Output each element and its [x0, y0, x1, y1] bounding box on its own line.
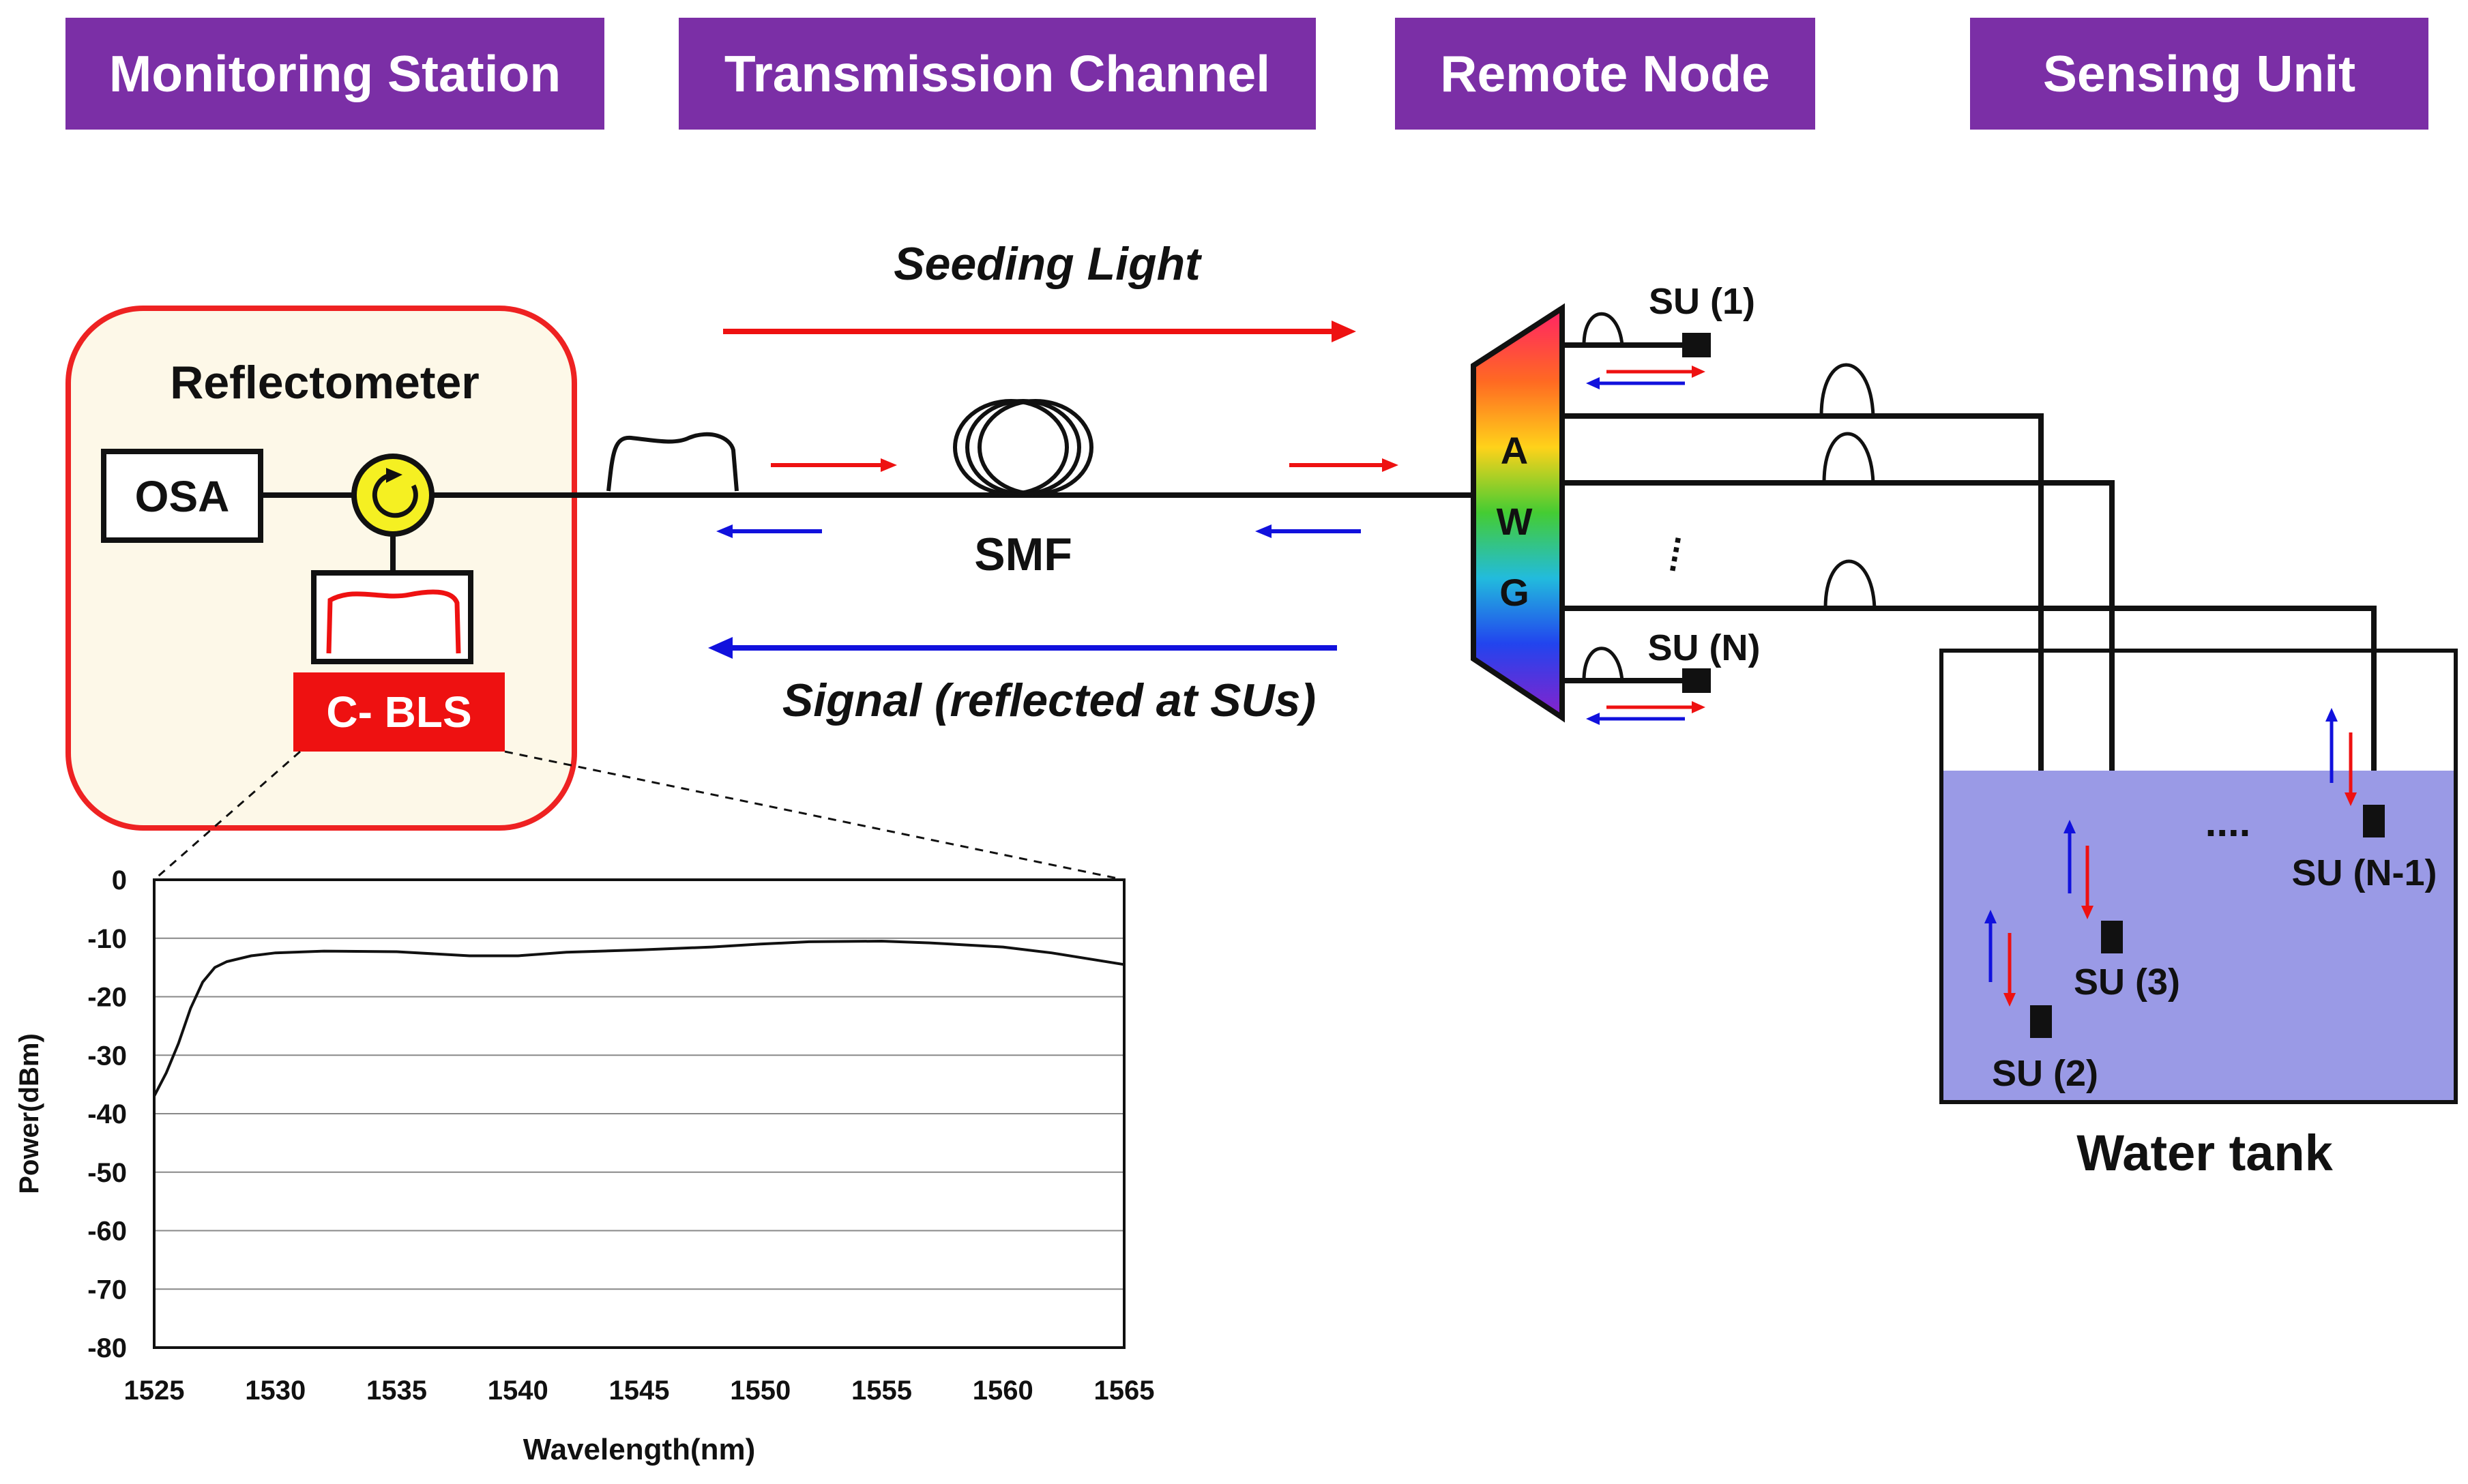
small-red-arrowhead-2: [1382, 458, 1398, 472]
x-tick-label: 1540: [488, 1376, 548, 1406]
circulator-arrowhead-icon: [386, 468, 402, 483]
fiber-to-sun1: [1562, 606, 2377, 806]
chart-x-axis-label: Wavelength(nm): [523, 1433, 756, 1466]
y-tick-label: -80: [87, 1333, 127, 1363]
awg-letter-g: G: [1499, 571, 1529, 614]
x-tick-label: 1530: [245, 1376, 306, 1406]
chart-plot-area: [153, 878, 1126, 1349]
water-tank-label: Water tank: [2076, 1125, 2333, 1181]
y-tick-label: -10: [87, 924, 127, 954]
pulse-sun1-icon: [1823, 559, 1877, 609]
tank-dots: ....: [2205, 799, 2251, 845]
bls-spectrum-box: [311, 570, 473, 664]
y-tick-label: -30: [87, 1041, 127, 1071]
awg-letter-w: W: [1497, 500, 1533, 543]
water-tank: [1939, 649, 2458, 1104]
chart-y-axis-label: Power(dBm): [14, 1033, 44, 1194]
awg-letter-a: A: [1501, 429, 1528, 472]
header-transmission: Transmission Channel: [679, 18, 1316, 130]
circulator: [351, 454, 435, 537]
x-tick-label: 1535: [366, 1376, 427, 1406]
osa-label: OSA: [135, 472, 230, 521]
y-tick-label: 0: [112, 865, 127, 895]
small-blue-arrowhead-1: [716, 524, 733, 538]
su3-red-arrowhead: [2081, 906, 2094, 919]
header-sensing-label: Sensing Unit: [2043, 45, 2355, 102]
x-tick-label: 1550: [730, 1376, 791, 1406]
seeding-arrowhead: [1332, 321, 1356, 342]
sun-blue-arrowhead: [1586, 713, 1600, 725]
x-tick-label: 1560: [973, 1376, 1033, 1406]
y-tick-label: -20: [87, 983, 127, 1013]
pulse-su3-icon: [1822, 432, 1875, 484]
bls-spectrum-icon: [326, 589, 461, 654]
x-tick-label: 1545: [609, 1376, 670, 1406]
sun1-label: SU (N-1): [2292, 852, 2437, 893]
circulator-arrow-icon: [372, 472, 418, 518]
small-blue-arrowhead-2: [1255, 524, 1272, 538]
bls-label-box: [293, 672, 505, 752]
pulse-su2-icon: [1819, 363, 1875, 417]
header-remote-label: Remote Node: [1440, 45, 1769, 102]
header-remote: Remote Node: [1395, 18, 1815, 130]
su1-node: [1682, 333, 1711, 357]
x-tick-label: 1565: [1094, 1376, 1155, 1406]
su3-label: SU (3): [2074, 962, 2180, 1003]
su1-label: SU (1): [1649, 281, 1755, 322]
header-monitoring-label: Monitoring Station: [109, 45, 561, 102]
x-tick-label: 1555: [851, 1376, 912, 1406]
header-transmission-label: Transmission Channel: [724, 45, 1270, 102]
awg-block: [1471, 303, 1565, 723]
y-tick-label: -40: [87, 1099, 127, 1129]
header-sensing: Sensing Unit: [1970, 18, 2428, 130]
broadband-shape-icon: [606, 432, 739, 492]
su1-blue-arrowhead: [1586, 377, 1600, 389]
sun-label: SU (N): [1648, 627, 1761, 668]
osa-box: [101, 449, 263, 543]
header-monitoring: Monitoring Station: [65, 18, 604, 130]
sun1-blue-arrowhead: [2325, 708, 2338, 722]
seeding-light-label: Seeding Light: [894, 238, 1202, 290]
x-tick-label: 1525: [124, 1376, 185, 1406]
y-tick-label: -50: [87, 1158, 127, 1188]
small-red-arrowhead-1: [881, 458, 897, 472]
su1-red-arrowhead: [1692, 366, 1705, 378]
chart-gridlines: [154, 937, 1124, 1290]
bls-label: C- BLS: [326, 687, 471, 737]
pulse-sun-icon: [1582, 647, 1624, 681]
sun-red-arrowhead: [1692, 701, 1705, 713]
y-tick-label: -60: [87, 1217, 127, 1247]
chart-x-ticks: 1525 1530 1535 1540 1545 1550 1555 1560 1565: [124, 1376, 1155, 1406]
reflectometer-label: Reflectometer: [170, 357, 480, 409]
chart-y-ticks: 0 -10 -20 -30 -40 -50 -60 -70 -80: [87, 865, 127, 1363]
sun-node: [1682, 668, 1711, 693]
zoom-line-left: [153, 750, 301, 881]
awg-dots: ....: [1645, 531, 1689, 574]
chart-series-line: [153, 939, 1125, 1097]
su3-node: [2101, 921, 2123, 953]
su3-blue-arrowhead: [2063, 820, 2076, 833]
smf-label: SMF: [974, 529, 1072, 580]
signal-label: Signal (reflected at SUs): [782, 674, 1316, 726]
sun1-node: [2363, 805, 2385, 837]
su2-label: SU (2): [1992, 1053, 2098, 1094]
signal-arrowhead: [708, 637, 733, 659]
y-tick-label: -70: [87, 1275, 127, 1305]
smf-coil-icon: [953, 399, 1093, 496]
su2-red-arrowhead: [2003, 993, 2016, 1007]
sun1-red-arrowhead: [2345, 792, 2357, 806]
pulse-su1-icon: [1582, 312, 1624, 346]
su2-blue-arrowhead: [1984, 910, 1997, 923]
su2-node: [2030, 1005, 2052, 1038]
zoom-line-right: [504, 750, 1125, 881]
